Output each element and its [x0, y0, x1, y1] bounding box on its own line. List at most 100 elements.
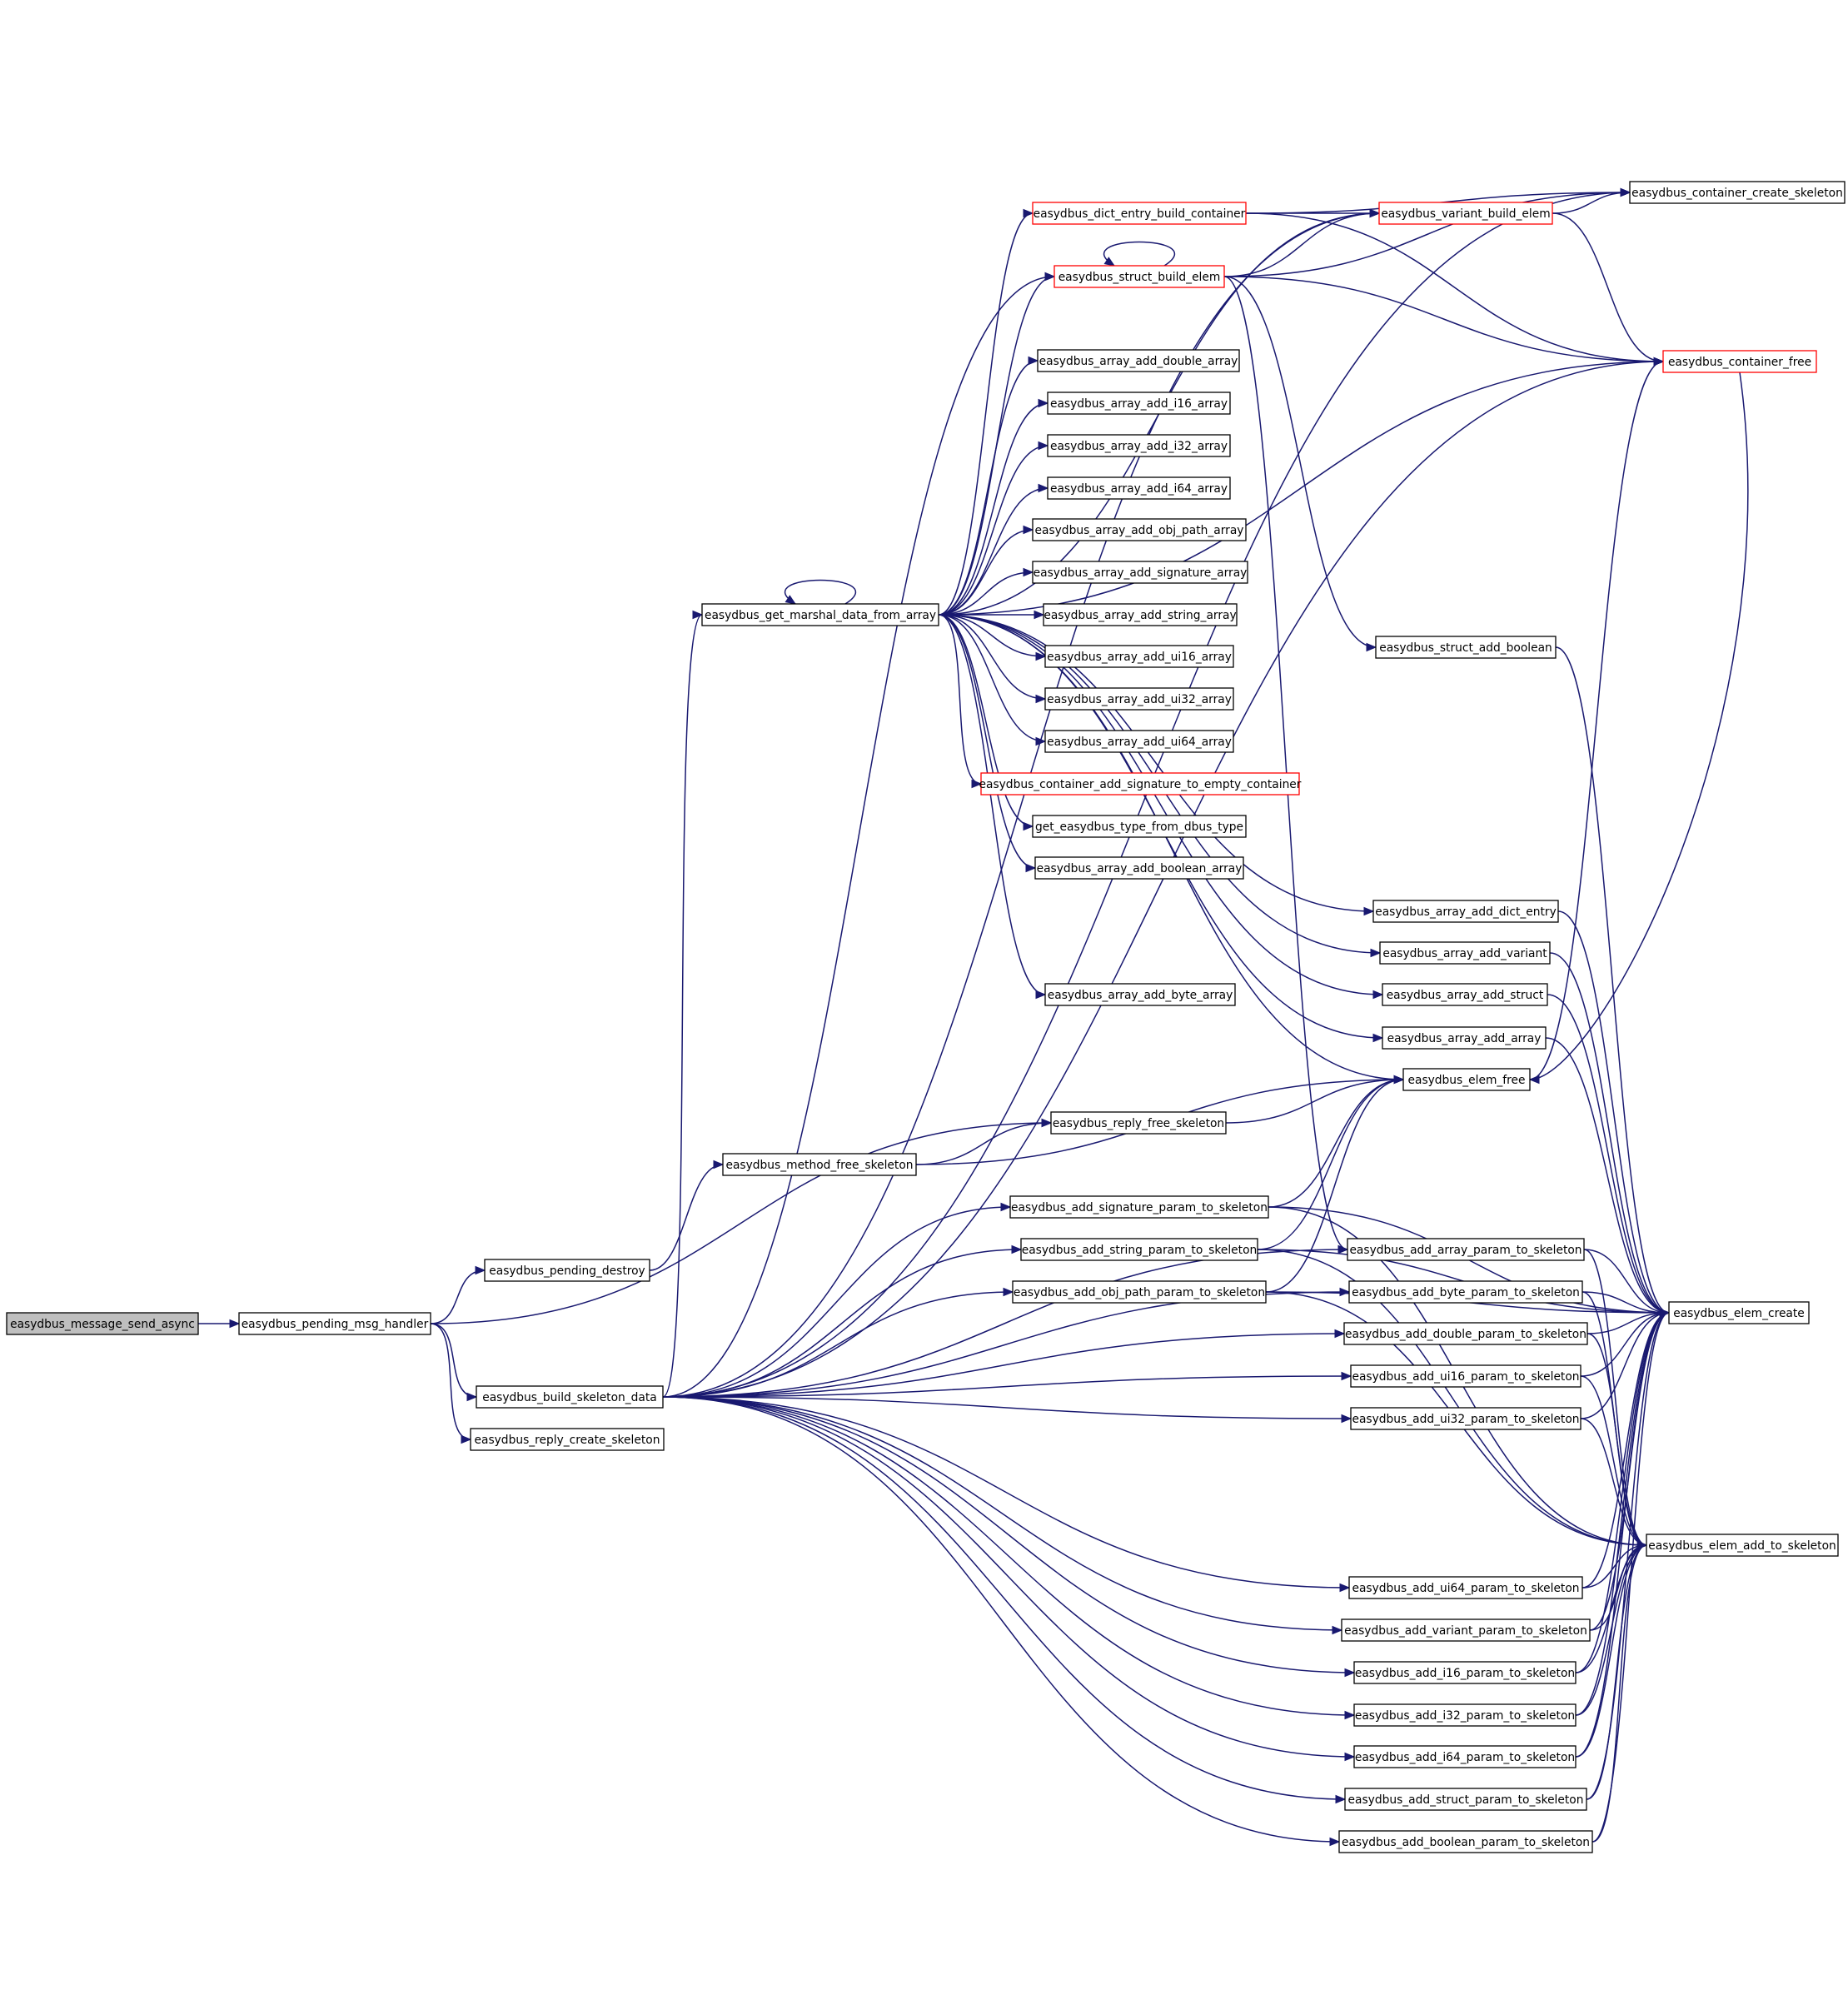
edge-easydbus-get-marshal-data-from-array-to-easydbus-array-add-i32-array	[938, 441, 1049, 616]
edge-easydbus-reply-free-skeleton-to-easydbus-elem-free-line	[1225, 1079, 1404, 1124]
node-easydbus-get-marshal-data-from-array[interactable]: easydbus_get_marshal_data_from_array	[701, 603, 939, 626]
node-easydbus-add-array-param-to-skeleton[interactable]: easydbus_add_array_param_to_skeleton	[1347, 1238, 1585, 1261]
node-easydbus-add-boolean-param-to-skeleton[interactable]: easydbus_add_boolean_param_to_skeleton	[1338, 1830, 1593, 1853]
node-easydbus-reply-create-skeleton[interactable]: easydbus_reply_create_skeleton	[470, 1428, 665, 1451]
edge-easydbus-struct-build-elem-to-easydbus-variant-build-elem-line	[1223, 212, 1380, 277]
node-easydbus-container-create-skeleton[interactable]: easydbus_container_create_skeleton	[1629, 181, 1846, 204]
edge-easydbus-build-skeleton-data-to-easydbus-add-byte-param-to-skeleton-arrowhead	[1339, 1287, 1351, 1297]
edge-easydbus-build-skeleton-data-to-easydbus-add-i16-param-to-skeleton-line	[662, 1396, 1355, 1673]
node-easydbus-array-add-ui16-array[interactable]: easydbus_array_add_ui16_array	[1044, 645, 1234, 668]
edge-easydbus-build-skeleton-data-to-easydbus-add-ui16-param-to-skeleton-line	[662, 1375, 1352, 1398]
node-easydbus-array-add-ui64-array[interactable]: easydbus_array_add_ui64_array	[1044, 730, 1234, 753]
node-easydbus-reply-free-skeleton[interactable]: easydbus_reply_free_skeleton	[1050, 1111, 1227, 1135]
edge-easydbus-struct-build-elem-to-easydbus-add-array-param-to-skeleton-arrowhead	[1337, 1244, 1349, 1254]
edge-easydbus-get-marshal-data-from-array-to-easydbus-array-add-byte-array-arrowhead	[1035, 990, 1047, 1000]
node-easydbus-array-add-dict-entry[interactable]: easydbus_array_add_dict_entry	[1372, 900, 1559, 923]
node-easydbus-add-i64-param-to-skeleton[interactable]: easydbus_add_i64_param_to_skeleton	[1353, 1745, 1577, 1768]
node-easydbus-container-add-signature-to-empty-container[interactable]: easydbus_container_add_signature_to_empt…	[979, 772, 1302, 796]
edge-easydbus-variant-build-elem-to-easydbus-container-create-skeleton-line	[1552, 192, 1631, 214]
node-easydbus-add-ui64-param-to-skeleton[interactable]: easydbus_add_ui64_param_to_skeleton	[1348, 1576, 1583, 1599]
node-easydbus-add-obj-path-param-to-skeleton[interactable]: easydbus_add_obj_path_param_to_skeleton	[1012, 1280, 1267, 1304]
node-easydbus-add-variant-param-to-skeleton[interactable]: easydbus_add_variant_param_to_skeleton	[1341, 1618, 1591, 1642]
node-easydbus-add-struct-param-to-skeleton[interactable]: easydbus_add_struct_param_to_skeleton	[1344, 1788, 1587, 1811]
edge-easydbus-dict-entry-build-container-to-easydbus-container-free-line	[1245, 212, 1664, 362]
node-box	[1032, 561, 1248, 584]
node-easydbus-pending-destroy[interactable]: easydbus_pending_destroy	[484, 1259, 650, 1282]
node-easydbus-array-add-array[interactable]: easydbus_array_add_array	[1382, 1026, 1547, 1050]
node-easydbus-elem-add-to-skeleton[interactable]: easydbus_elem_add_to_skeleton	[1646, 1534, 1839, 1557]
edge-easydbus-get-marshal-data-from-array-to-easydbus-array-add-ui32-array-line	[938, 614, 1046, 700]
node-box	[1375, 636, 1557, 659]
node-box	[1032, 518, 1247, 541]
edge-easydbus-get-marshal-data-from-array-to-easydbus-array-add-dict-entry-arrowhead	[1363, 906, 1375, 916]
edge-easydbus-build-skeleton-data-to-easydbus-add-ui32-param-to-skeleton-line	[662, 1396, 1352, 1419]
node-label: easydbus_elem_add_to_skeleton	[1648, 1539, 1836, 1553]
node-easydbus-array-add-double-array[interactable]: easydbus_array_add_double_array	[1037, 349, 1240, 372]
edge-easydbus-struct-build-elem-to-easydbus-container-free	[1223, 276, 1665, 367]
edge-easydbus-get-marshal-data-from-array-to-easydbus-get-marshal-data-from-array-arrowhead	[785, 595, 797, 605]
node-easydbus-array-add-i64-array[interactable]: easydbus_array_add_i64_array	[1047, 476, 1231, 500]
node-easydbus-array-add-variant[interactable]: easydbus_array_add_variant	[1379, 941, 1551, 965]
node-easydbus-pending-msg-handler[interactable]: easydbus_pending_msg_handler	[238, 1312, 431, 1335]
edge-easydbus-get-marshal-data-from-array-to-easydbus-array-add-dict-entry-line	[938, 614, 1374, 912]
node-easydbus-variant-build-elem[interactable]: easydbus_variant_build_elem	[1378, 202, 1553, 225]
node-easydbus-array-add-struct[interactable]: easydbus_array_add_struct	[1382, 983, 1548, 1006]
node-easydbus-add-byte-param-to-skeleton[interactable]: easydbus_add_byte_param_to_skeleton	[1348, 1280, 1583, 1304]
node-easydbus-add-signature-param-to-skeleton[interactable]: easydbus_add_signature_param_to_skeleton	[1009, 1195, 1269, 1219]
node-easydbus-build-skeleton-data[interactable]: easydbus_build_skeleton_data	[476, 1385, 664, 1409]
edge-easydbus-add-obj-path-param-to-skeleton-to-easydbus-elem-free-arrowhead	[1393, 1075, 1405, 1085]
edge-easydbus-build-skeleton-data-to-easydbus-add-obj-path-param-to-skeleton-arrowhead	[1003, 1287, 1014, 1297]
edge-easydbus-struct-add-boolean-to-easydbus-elem-create-line	[1555, 646, 1670, 1314]
node-easydbus-add-ui32-param-to-skeleton[interactable]: easydbus_add_ui32_param_to_skeleton	[1350, 1407, 1582, 1430]
node-easydbus-array-add-i16-array[interactable]: easydbus_array_add_i16_array	[1047, 392, 1231, 415]
node-easydbus-struct-add-boolean[interactable]: easydbus_struct_add_boolean	[1375, 636, 1557, 659]
edge-easydbus-build-skeleton-data-to-easydbus-add-i32-param-to-skeleton-arrowhead	[1344, 1710, 1356, 1720]
edge-easydbus-add-array-param-to-skeleton-to-easydbus-elem-add-to-skeleton-line	[1583, 1249, 1647, 1546]
edge-easydbus-struct-build-elem-to-easydbus-struct-build-elem-line	[1103, 241, 1175, 267]
node-easydbus-array-add-signature-array[interactable]: easydbus_array_add_signature_array	[1032, 561, 1248, 584]
edge-easydbus-get-marshal-data-from-array-to-easydbus-array-add-ui32-array	[938, 614, 1047, 704]
node-easydbus-add-double-param-to-skeleton[interactable]: easydbus_add_double_param_to_skeleton	[1343, 1322, 1588, 1345]
edge-easydbus-get-marshal-data-from-array-to-easydbus-dict-entry-build-container-line	[938, 212, 1034, 616]
edge-easydbus-get-marshal-data-from-array-to-easydbus-array-add-ui16-array	[938, 614, 1047, 661]
node-box	[6, 1312, 199, 1335]
node-box	[1347, 1238, 1585, 1261]
edge-easydbus-add-string-param-to-skeleton-to-easydbus-elem-add-to-skeleton-line	[1257, 1249, 1647, 1546]
edge-easydbus-get-marshal-data-from-array-to-easydbus-array-add-variant-arrowhead	[1370, 948, 1382, 958]
edge-easydbus-variant-build-elem-to-easydbus-container-free-line	[1552, 212, 1664, 362]
node-easydbus-array-add-ui32-array[interactable]: easydbus_array_add_ui32_array	[1044, 687, 1234, 711]
node-easydbus-method-free-skeleton[interactable]: easydbus_method_free_skeleton	[722, 1153, 917, 1176]
node-easydbus-elem-free[interactable]: easydbus_elem_free	[1402, 1068, 1531, 1091]
edge-easydbus-pending-msg-handler-to-easydbus-pending-destroy	[430, 1265, 486, 1324]
node-easydbus-struct-build-elem[interactable]: easydbus_struct_build_elem	[1054, 265, 1225, 288]
edge-easydbus-get-marshal-data-from-array-to-easydbus-array-add-obj-path-array	[938, 525, 1034, 616]
node-easydbus-array-add-i32-array[interactable]: easydbus_array_add_i32_array	[1047, 434, 1231, 457]
edge-easydbus-struct-build-elem-to-easydbus-struct-add-boolean	[1223, 276, 1377, 652]
node-easydbus-elem-create[interactable]: easydbus_elem_create	[1668, 1301, 1810, 1324]
node-easydbus-message-send-async[interactable]: easydbus_message_send_async	[6, 1312, 199, 1335]
edge-easydbus-get-marshal-data-from-array-to-easydbus-array-add-struct-line	[938, 614, 1383, 995]
node-easydbus-array-add-string-array[interactable]: easydbus_array_add_string_array	[1043, 603, 1238, 626]
node-easydbus-container-free[interactable]: easydbus_container_free	[1662, 350, 1817, 373]
node-label: easydbus_add_ui32_param_to_skeleton	[1352, 1413, 1579, 1426]
node-box	[1050, 1111, 1227, 1135]
edge-easydbus-add-i16-param-to-skeleton-to-easydbus-elem-create-line	[1575, 1312, 1670, 1673]
edge-easydbus-add-obj-path-param-to-skeleton-to-easydbus-elem-free-line	[1265, 1079, 1404, 1293]
node-easydbus-add-ui16-param-to-skeleton[interactable]: easydbus_add_ui16_param_to_skeleton	[1350, 1364, 1582, 1388]
node-easydbus-array-add-boolean-array[interactable]: easydbus_array_add_boolean_array	[1034, 856, 1244, 880]
node-get-easydbus-type-from-dbus-type[interactable]: get_easydbus_type_from_dbus_type	[1032, 815, 1247, 838]
edge-easydbus-add-ui32-param-to-skeleton-to-easydbus-elem-add-to-skeleton-line	[1580, 1418, 1647, 1546]
edge-easydbus-pending-msg-handler-to-easydbus-reply-create-skeleton	[430, 1323, 472, 1444]
node-easydbus-add-i32-param-to-skeleton[interactable]: easydbus_add_i32_param_to_skeleton	[1353, 1703, 1577, 1727]
edge-easydbus-elem-free-to-easydbus-container-free-line	[1529, 361, 1664, 1080]
node-easydbus-array-add-obj-path-array[interactable]: easydbus_array_add_obj_path_array	[1032, 518, 1247, 541]
edge-easydbus-pending-msg-handler-to-easydbus-pending-destroy-arrowhead	[475, 1265, 486, 1275]
node-easydbus-dict-entry-build-container[interactable]: easydbus_dict_entry_build_container	[1032, 202, 1247, 225]
edge-easydbus-get-marshal-data-from-array-to-easydbus-array-add-boolean-array-arrowhead	[1025, 863, 1037, 873]
node-easydbus-array-add-byte-array[interactable]: easydbus_array_add_byte_array	[1044, 983, 1236, 1006]
node-easydbus-add-string-param-to-skeleton[interactable]: easydbus_add_string_param_to_skeleton	[1020, 1238, 1258, 1261]
edge-easydbus-add-obj-path-param-to-skeleton-to-easydbus-elem-free	[1265, 1075, 1405, 1293]
node-label: easydbus_add_array_param_to_skeleton	[1349, 1244, 1582, 1257]
edge-easydbus-build-skeleton-data-to-easydbus-add-variant-param-to-skeleton-line	[662, 1396, 1342, 1631]
node-easydbus-add-i16-param-to-skeleton[interactable]: easydbus_add_i16_param_to_skeleton	[1353, 1661, 1577, 1684]
